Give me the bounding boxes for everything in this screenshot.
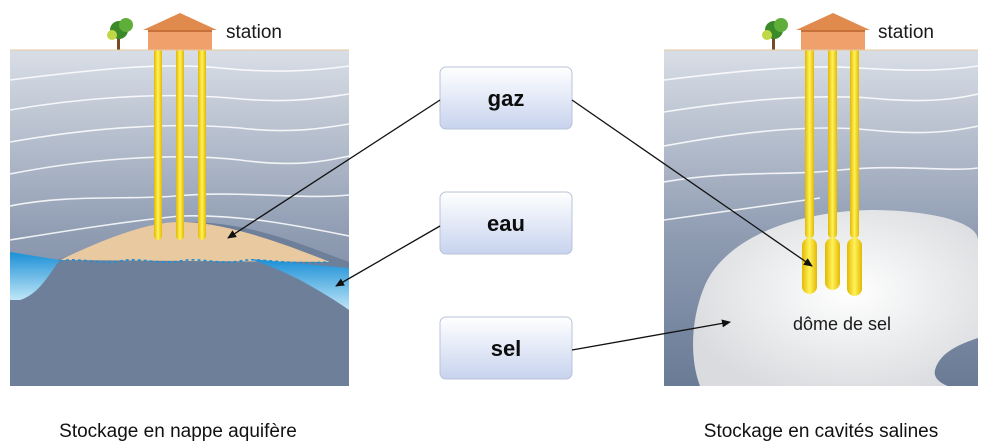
- water-zone-left: [10, 252, 60, 300]
- arrow-gas-right: [571, 99, 813, 267]
- legend-gas-box: gaz: [439, 66, 573, 130]
- right-panel: station dôme de sel Stockage en cavités …: [664, 13, 978, 442]
- arrow-salt-right: [571, 319, 731, 351]
- connector-arrows: [227, 99, 813, 351]
- right-station-house: [796, 13, 870, 50]
- right-caption: Stockage en cavités salines: [704, 421, 938, 442]
- left-tree-icon: [107, 18, 133, 50]
- arrow-water-left: [335, 225, 441, 287]
- right-station-label: station: [878, 22, 934, 43]
- legend-water-box: eau: [439, 191, 573, 255]
- salt-dome: [693, 210, 978, 386]
- left-panel: station Stockage en nappe aquifère: [10, 13, 349, 442]
- legend-salt-box: sel: [439, 316, 573, 380]
- left-wells: [154, 38, 206, 240]
- legend-gas-label: gaz: [488, 86, 525, 111]
- arrow-gas-left: [227, 99, 441, 239]
- legend-salt-label: sel: [491, 336, 522, 361]
- gas-zone: [60, 222, 330, 262]
- left-station-label: station: [226, 22, 282, 43]
- left-station-house: [143, 13, 217, 50]
- right-wells: [802, 50, 862, 296]
- water-zone-right: [250, 259, 349, 310]
- legend-water-label: eau: [487, 211, 525, 236]
- right-ground: [664, 50, 978, 386]
- right-tree-icon: [762, 18, 788, 50]
- left-caption: Stockage en nappe aquifère: [59, 421, 297, 442]
- salt-dome-label: dôme de sel: [793, 314, 891, 334]
